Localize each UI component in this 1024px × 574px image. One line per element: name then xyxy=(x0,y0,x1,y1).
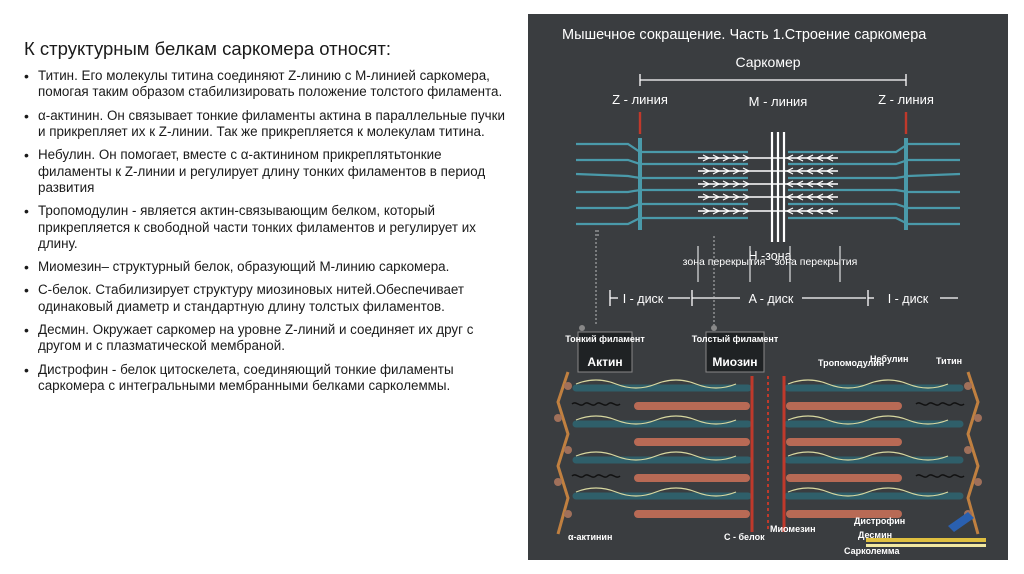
sarcomere-diagram: Мышечное сокращение. Часть 1.Строение са… xyxy=(554,27,986,556)
overlap-zone-left: зона перекрытия xyxy=(683,256,766,268)
titin-label: Титин xyxy=(936,356,962,366)
thick-filament-label: Толстый филамент xyxy=(692,334,779,344)
a-disk-label: A - диск xyxy=(749,292,794,306)
list-item: Миомезин– структурный белок, образующий … xyxy=(24,259,510,276)
callout-dot-thin xyxy=(579,325,585,331)
callout-lines xyxy=(595,229,715,326)
figure-title: Мышечное сокращение. Часть 1.Строение са… xyxy=(562,27,927,43)
text-panel: К структурным белкам саркомера относят: … xyxy=(24,38,510,401)
z-line-bands xyxy=(638,138,908,230)
sarcolemma-label: Сарколемма xyxy=(844,546,900,556)
z-line-label-left: Z - линия xyxy=(612,92,668,107)
m-line xyxy=(770,132,786,242)
sarcomere-label: Саркомер xyxy=(735,54,800,70)
i-disk-left: I - диск xyxy=(623,292,664,306)
desmin-label: Десмин xyxy=(858,530,892,540)
heading: К структурным белкам саркомера относят: xyxy=(24,38,392,59)
thick-filaments xyxy=(698,157,838,212)
tropomodulin-label: Тропомодулин xyxy=(818,358,884,368)
c-protein-label: С - белок xyxy=(724,532,765,542)
z-line-label-right: Z - линия xyxy=(878,92,934,107)
callout-dot-thick xyxy=(711,325,717,331)
thin-filament-box xyxy=(577,331,633,373)
i-disk-right: I - диск xyxy=(888,292,929,306)
list-item: С-белок. Стабилизирует структуру миозино… xyxy=(24,282,510,315)
actin-label: Актин xyxy=(587,355,622,369)
protein-list: Титин. Его молекулы титина соединяют Z-л… xyxy=(24,68,510,394)
list-item: Дистрофин - белок цитоскелета, соединяющ… xyxy=(24,362,510,395)
thick-filament-box xyxy=(705,331,765,373)
myosin-label: Миозин xyxy=(712,355,757,369)
zone-brackets xyxy=(697,246,841,282)
m-line-label: М - линия xyxy=(749,94,808,109)
nebulin-label: Небулин xyxy=(870,354,908,364)
myosin-heads xyxy=(702,154,834,215)
detailed-sarcomere xyxy=(554,371,986,547)
overlap-zone-right: зона перекрытия xyxy=(775,256,858,268)
list-item: Титин. Его молекулы титина соединяют Z-л… xyxy=(24,68,510,101)
thin-filament-label: Тонкий филамент xyxy=(565,334,645,344)
sarcomere-figure: Мышечное сокращение. Часть 1.Строение са… xyxy=(528,14,1008,560)
list-item: Десмин. Окружает саркомер на уровне Z-ли… xyxy=(24,322,510,355)
myomesin-label: Миомезин xyxy=(770,524,816,534)
h-zone-label: Н -зона xyxy=(748,249,791,263)
list-item: Тропомодулин - является актин-связывающи… xyxy=(24,203,510,252)
sarcomere-bracket xyxy=(639,74,907,86)
dystrophin-label: Дистрофин xyxy=(854,516,905,526)
list-item: Небулин. Он помогает, вместе с α-актинин… xyxy=(24,147,510,196)
list-item: α-актинин. Он связывает тонкие филаменты… xyxy=(24,108,510,141)
z-line-markers xyxy=(638,112,908,134)
disk-lines xyxy=(609,290,958,306)
alpha-actinin-label: α-актинин xyxy=(568,532,612,542)
